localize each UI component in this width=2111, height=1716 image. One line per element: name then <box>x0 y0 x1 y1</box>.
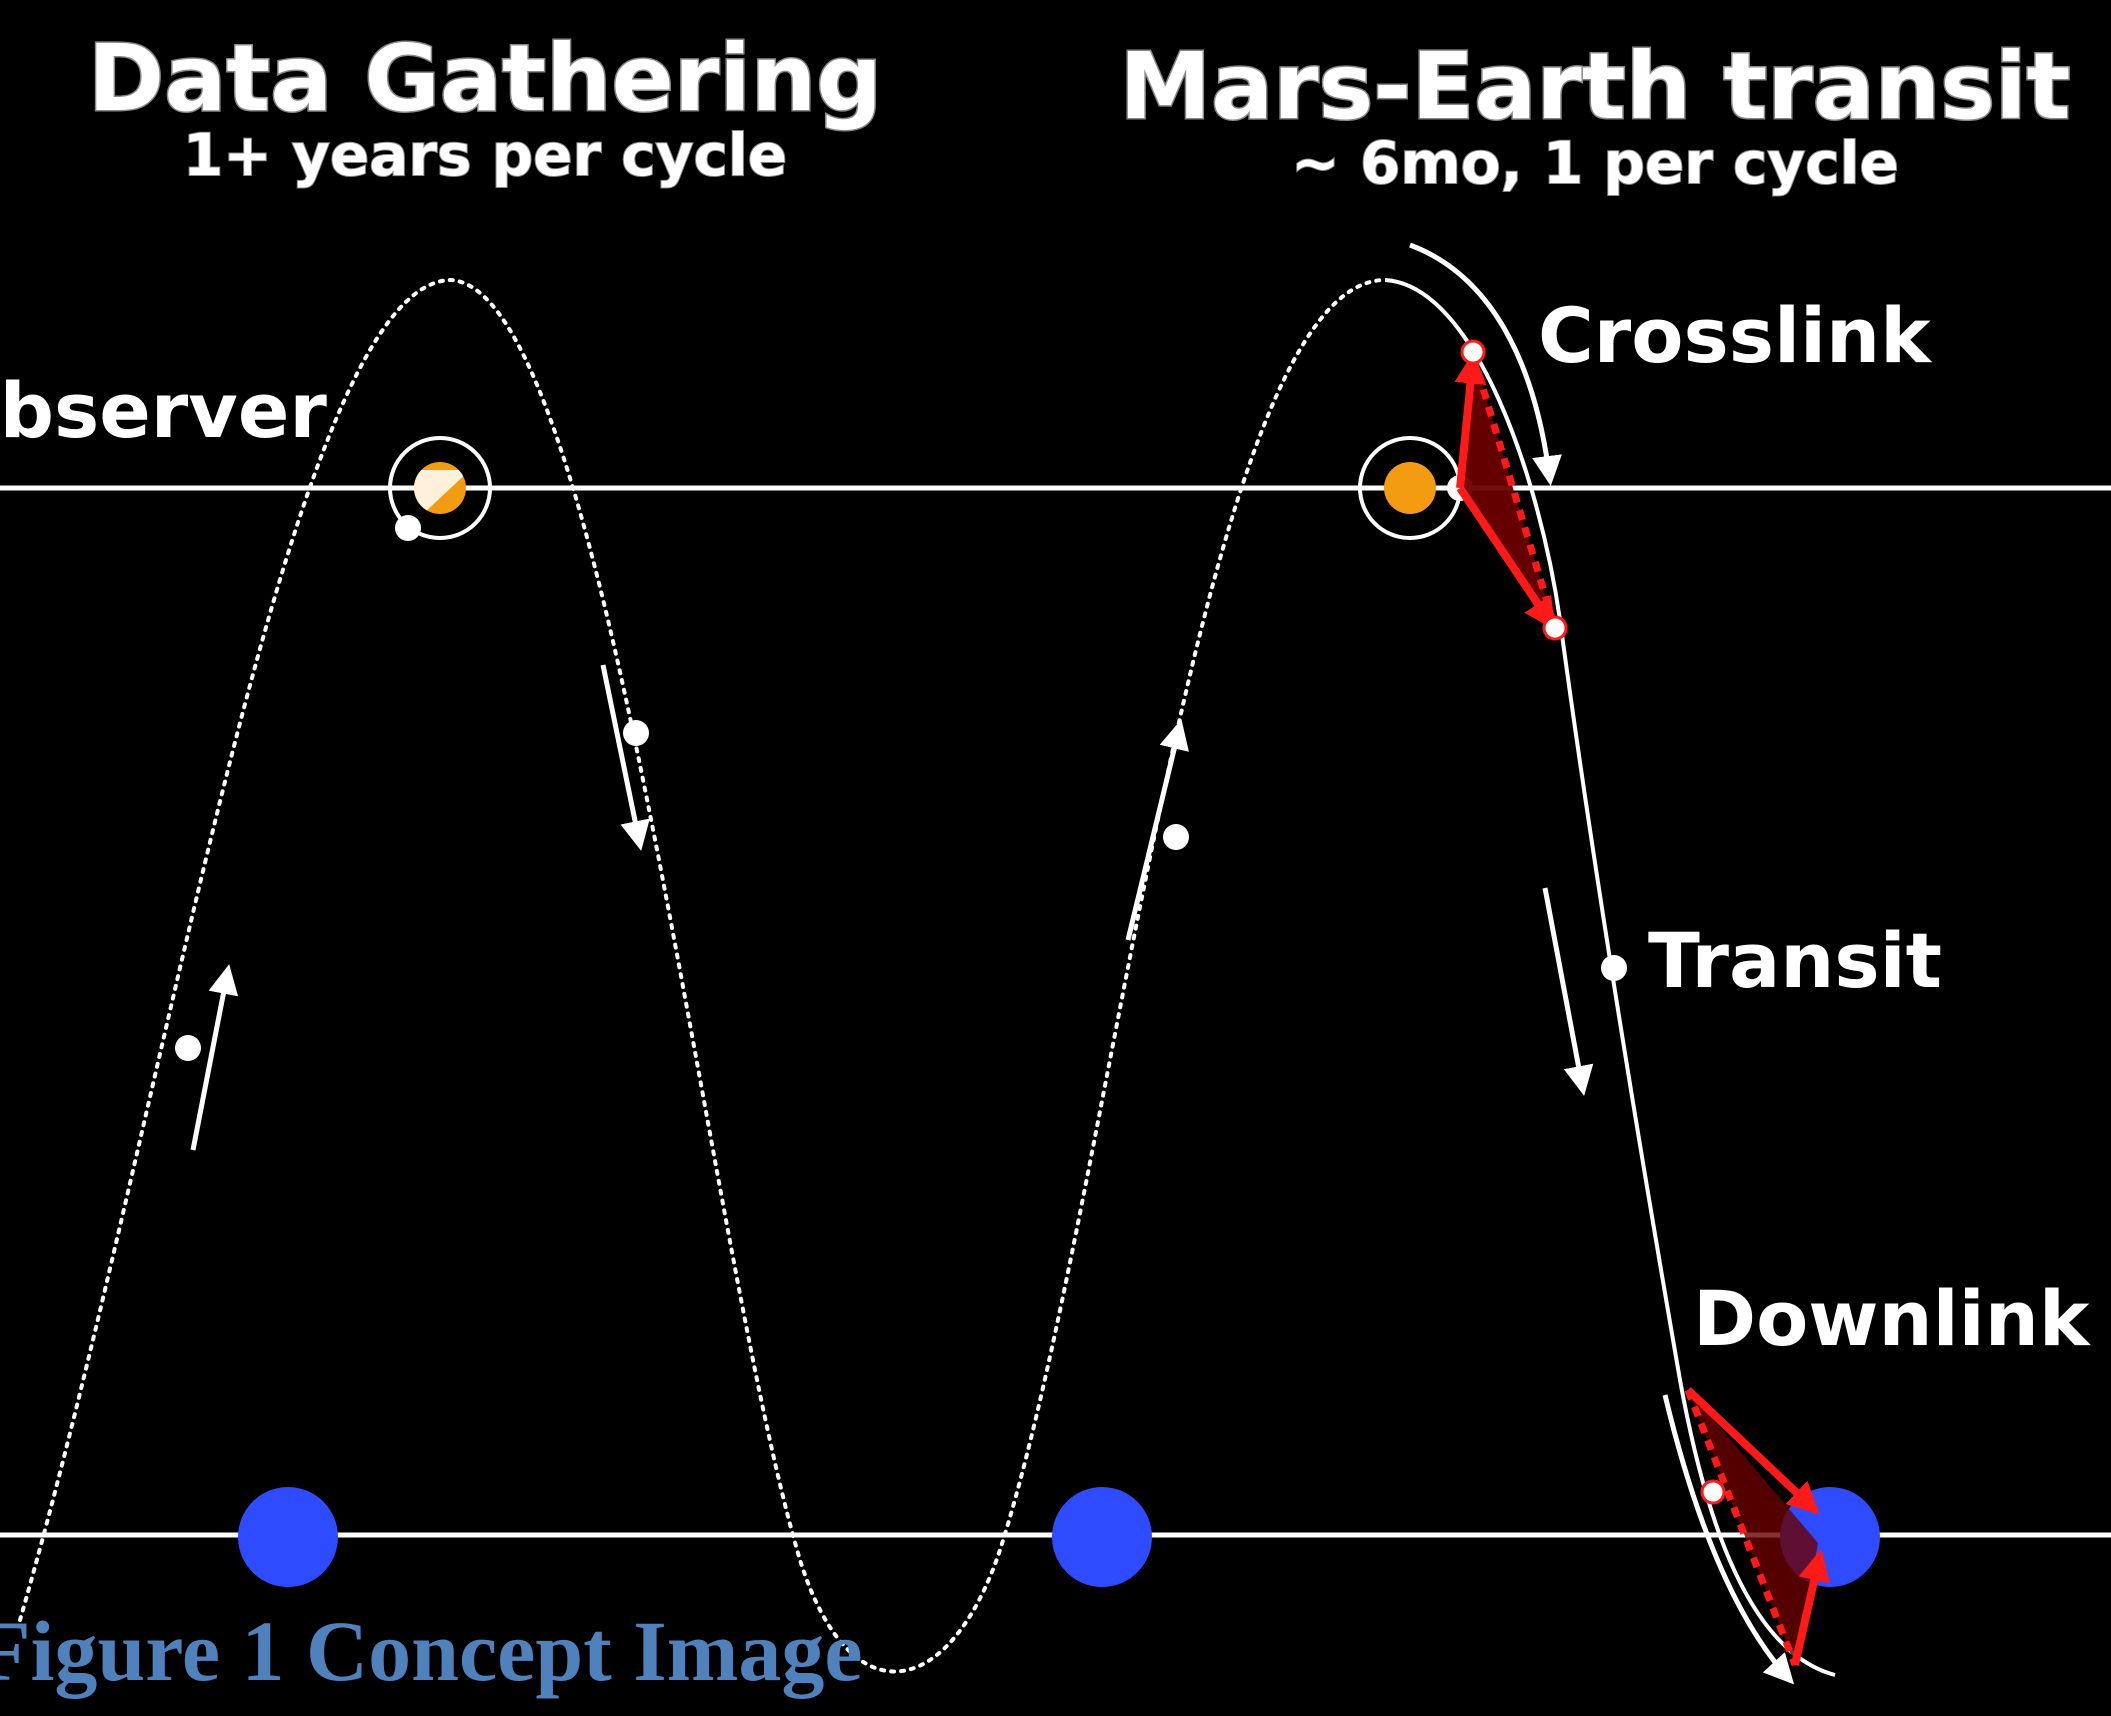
label-downlink: Downlink <box>1693 1274 2091 1363</box>
direction-arrow-down-2 <box>1542 887 1594 1096</box>
subheading-data-gathering: 1+ years per cycle <box>183 121 787 189</box>
mars-planet <box>1384 462 1436 514</box>
direction-arrow-down-1 <box>600 664 650 851</box>
label-crosslink: Crosslink <box>1538 291 1932 380</box>
spacecraft-marker <box>623 720 649 746</box>
direction-arrow-up-1 <box>190 964 239 1151</box>
spacecraft-marker <box>175 1035 201 1061</box>
observer-spacecraft <box>395 515 421 541</box>
heading-data-gathering: Data Gathering <box>88 25 882 132</box>
earth-planet <box>1052 1487 1152 1587</box>
label-transit: Transit <box>1648 916 1942 1005</box>
crosslink-triangle <box>1454 339 1568 641</box>
downlink-triangle <box>1684 1387 1830 1667</box>
spacecraft-marker <box>1163 824 1189 850</box>
earth-planet <box>238 1487 338 1587</box>
transit-trajectory <box>1384 278 1836 1677</box>
direction-arrow-up-2 <box>1125 719 1189 941</box>
downlink-motion-arrow <box>1662 1394 1795 1685</box>
heading-mars-earth-transit: Mars-Earth transit <box>1120 33 2071 140</box>
label-observer: Observer <box>0 366 327 455</box>
crosslink-motion-arrow <box>1409 242 1562 486</box>
spacecraft-marker-transit <box>1601 955 1627 981</box>
figure-caption: Figure 1 Concept Image <box>0 1603 863 1699</box>
subheading-mars-earth-transit: ~ 6mo, 1 per cycle <box>1291 129 1899 197</box>
